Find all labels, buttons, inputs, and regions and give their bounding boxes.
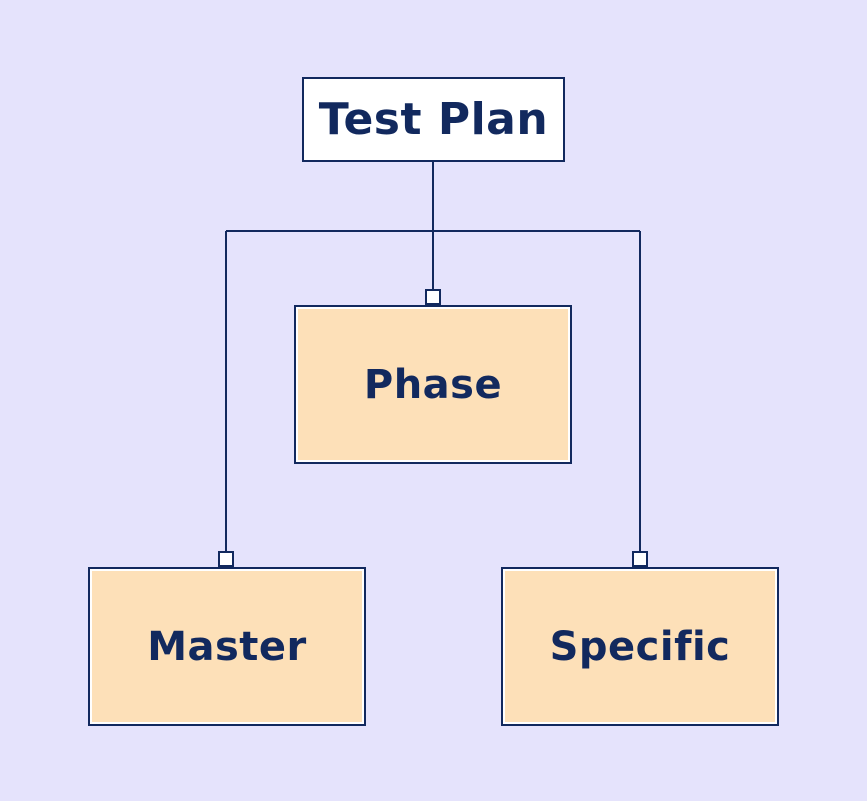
node-specific-label: Specific xyxy=(549,623,731,670)
node-master: Master xyxy=(88,567,366,726)
connector-port-master xyxy=(218,551,234,567)
node-phase-label: Phase xyxy=(363,361,503,408)
node-test-plan: Test Plan xyxy=(302,77,565,162)
node-master-label: Master xyxy=(147,623,307,670)
node-test-plan-label: Test Plan xyxy=(318,94,549,145)
node-phase: Phase xyxy=(294,305,572,464)
connector-port-phase xyxy=(425,289,441,305)
connector-port-specific xyxy=(632,551,648,567)
node-specific: Specific xyxy=(501,567,779,726)
